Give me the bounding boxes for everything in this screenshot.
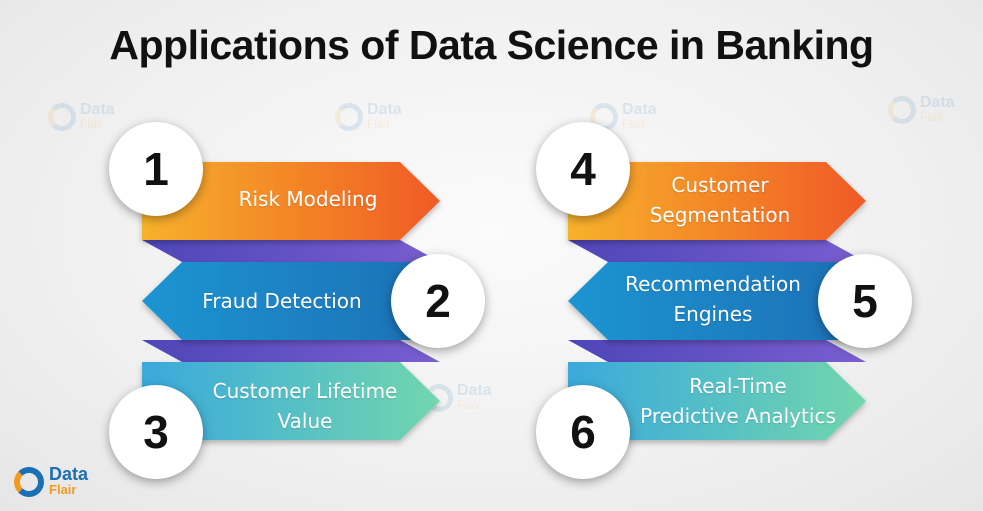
logo-text: Data [49, 464, 89, 484]
step-number-2: 2 [391, 254, 485, 348]
ribbon-3 [142, 362, 440, 440]
watermark-subtext: Flair [367, 117, 391, 131]
connector-band [142, 240, 440, 262]
item-1-label: Risk Modeling [238, 187, 378, 211]
ribbon-1 [142, 162, 440, 240]
dataflair-logo: Data Flair [14, 464, 89, 498]
watermark-text: Data [457, 382, 492, 399]
dataflair-logo-icon [888, 96, 916, 124]
watermark-text: Data [367, 101, 402, 118]
connector-band [568, 240, 866, 262]
item-5-label: Recommendation Engines [625, 272, 801, 326]
ribbon-4 [568, 162, 866, 240]
step-number-5: 5 [818, 254, 912, 348]
connector-band [568, 340, 866, 362]
item-4-label: Customer Segmentation [649, 173, 791, 227]
step-number-6: 6 [536, 385, 630, 479]
dataflair-logo-icon [14, 467, 44, 497]
item-3-label: Customer Lifetime Value [212, 379, 398, 433]
dataflair-logo-icon [335, 103, 363, 131]
step-number-1: 1 [109, 122, 203, 216]
step-number-4: 4 [536, 122, 630, 216]
watermark-subtext: Flair [622, 117, 646, 131]
ribbon-5 [568, 262, 866, 340]
watermark-text: Data [80, 101, 115, 118]
watermark-subtext: Flair [80, 117, 104, 131]
connector-band [142, 340, 440, 362]
watermark-text: Data [920, 94, 955, 111]
dataflair-logo-icon [48, 103, 76, 131]
ribbon-2 [142, 262, 440, 340]
item-2-label: Fraud Detection [202, 289, 362, 313]
step-number-3: 3 [109, 385, 203, 479]
watermark-subtext: Flair [920, 110, 944, 124]
page-title: Applications of Data Science in Banking [109, 22, 874, 68]
watermark-subtext: Flair [457, 398, 481, 412]
ribbon-6 [568, 362, 866, 440]
watermark-text: Data [622, 101, 657, 118]
item-6-label: Real-Time Predictive Analytics [640, 374, 836, 428]
logo-subtext: Flair [49, 482, 77, 497]
